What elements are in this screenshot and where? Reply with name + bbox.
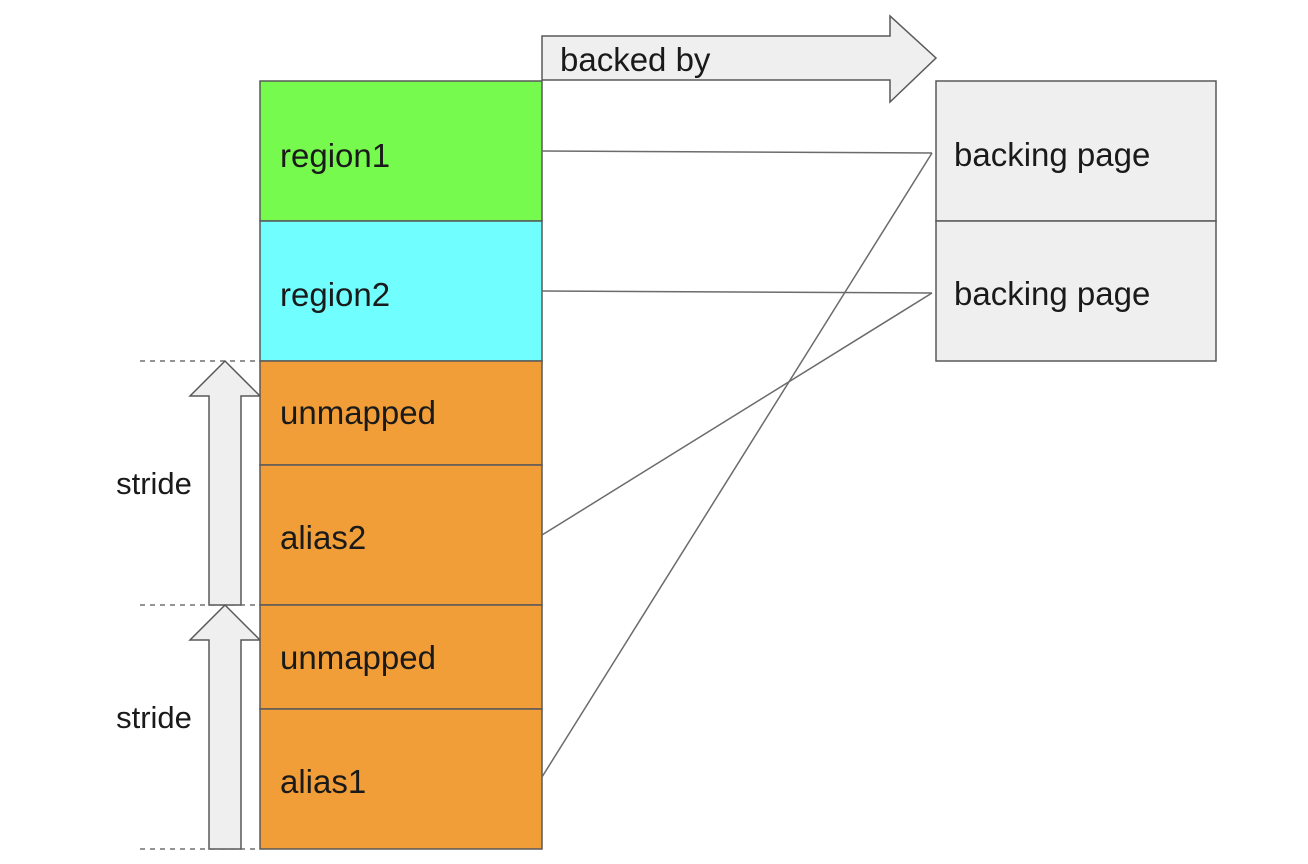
unmapped-label: unmapped [280,394,436,431]
mapping-line-alias1 [541,152,933,778]
backing-page-block [935,220,1217,362]
backing-page-column: backing page backing page [935,80,1217,362]
region1-label: region1 [280,137,390,174]
backing-page-label: backing page [954,275,1150,312]
memory-region-column: region1 region2 unmapped alias2 unmapped… [259,80,543,850]
backing-page-label: backing page [954,136,1150,173]
backing-page-block [935,80,1217,222]
mapping-line-region2 [541,290,933,294]
backed-by-arrow-icon [541,14,938,104]
alias2-label: alias2 [280,519,366,556]
mapping-line-region1 [541,150,933,154]
unmapped-block [259,604,543,710]
alias2-block [259,464,543,606]
stride-label: stride [116,700,192,735]
alias1-label: alias1 [280,763,366,800]
mapping-line-alias2 [541,292,933,536]
unmapped-label: unmapped [280,639,436,676]
stride-up-arrow-icon [188,603,262,850]
stride-label: stride [116,466,192,501]
stride-up-arrow-icon [188,359,262,606]
region2-label: region2 [280,276,390,313]
region1-block [259,80,543,222]
alias1-block [259,708,543,850]
backed-by-label: backed by [560,41,711,78]
unmapped-block [259,360,543,466]
